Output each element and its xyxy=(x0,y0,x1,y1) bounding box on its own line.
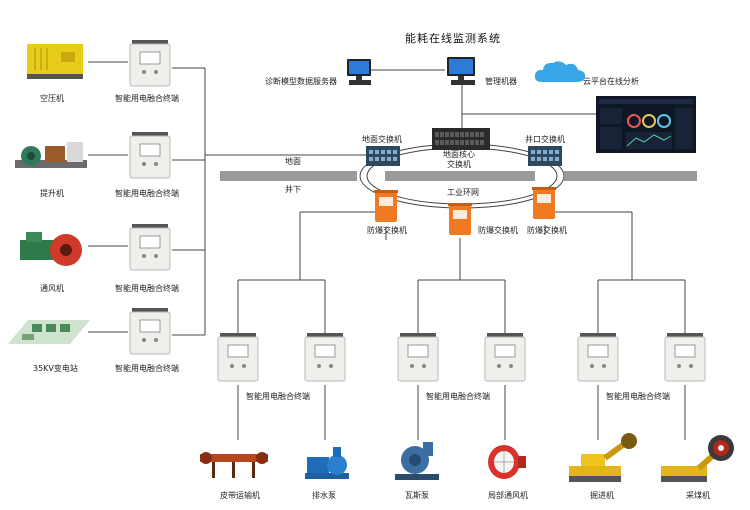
fusion-terminal-icon xyxy=(128,224,172,278)
left-device-label: 提升机 xyxy=(40,189,64,198)
ground-label: 地面 xyxy=(285,157,301,166)
bottom-device-label: 瓦斯泵 xyxy=(405,491,429,500)
group-terminal-label: 智能用电融合终端 xyxy=(246,392,310,401)
group-terminal-label: 智能用电融合终端 xyxy=(606,392,670,401)
hoist-icon xyxy=(15,138,87,178)
shaft-switch-label: 井口交换机 xyxy=(525,135,565,144)
left-device-label: 通风机 xyxy=(40,284,64,293)
ground-bar-right xyxy=(564,171,697,181)
cloud-icon xyxy=(532,58,588,90)
drain-pump-icon xyxy=(303,445,351,487)
bottom-device-label: 排水泵 xyxy=(312,491,336,500)
ex-switch-label: 防爆交换机 xyxy=(527,226,567,235)
belt-conveyor-icon xyxy=(200,448,268,488)
core-switch-label: 地面核心 交换机 xyxy=(443,150,475,169)
left-terminal-label: 智能用电融合终端 xyxy=(115,364,179,373)
shaft-switch-icon xyxy=(528,146,562,170)
fusion-terminal-icon xyxy=(216,333,260,389)
left-device-label: 空压机 xyxy=(40,94,64,103)
ground-switch-label: 地面交换机 xyxy=(362,135,402,144)
management-label: 管理机器 xyxy=(485,77,517,86)
air-compressor-icon xyxy=(25,40,85,86)
fusion-terminal-icon xyxy=(128,132,172,186)
gas-pump-icon xyxy=(393,438,441,488)
fusion-terminal-icon xyxy=(576,333,620,389)
core-switch-icon xyxy=(432,128,490,154)
ground-switch-icon xyxy=(366,146,400,170)
bottom-device-label: 掘进机 xyxy=(590,491,614,500)
left-terminal-label: 智能用电融合终端 xyxy=(115,189,179,198)
ex-switch-icon xyxy=(448,203,472,241)
server-computer-icon xyxy=(345,58,375,92)
fusion-terminal-icon xyxy=(128,308,172,362)
diagram-title: 能耗在线监测系统 xyxy=(405,32,501,45)
bottom-device-label: 采煤机 xyxy=(686,491,710,500)
substation-icon xyxy=(8,314,90,356)
fusion-terminal-icon xyxy=(396,333,440,389)
management-computer-icon xyxy=(445,56,479,92)
diag-server-label: 诊断模型数据服务器 xyxy=(265,77,337,86)
fusion-terminal-icon xyxy=(483,333,527,389)
shearer-icon xyxy=(655,430,735,490)
left-device-label: 35KV变电站 xyxy=(33,364,78,373)
group-terminal-label: 智能用电融合终端 xyxy=(426,392,490,401)
roadheader-icon xyxy=(567,432,639,488)
fan-icon xyxy=(18,228,84,272)
ring-network-label: 工业环网 xyxy=(447,188,479,197)
ex-switch-icon xyxy=(374,190,398,228)
ex-switch-label: 防爆交换机 xyxy=(478,226,518,235)
dashboard-monitor-icon xyxy=(596,96,696,157)
ex-switch-icon xyxy=(532,187,556,225)
bottom-device-label: 皮带运输机 xyxy=(220,491,260,500)
fusion-terminal-icon xyxy=(128,40,172,94)
left-terminal-label: 智能用电融合终端 xyxy=(115,94,179,103)
underground-label: 井下 xyxy=(285,185,301,194)
left-terminal-label: 智能用电融合终端 xyxy=(115,284,179,293)
fusion-terminal-icon xyxy=(663,333,707,389)
ground-bar-left xyxy=(220,171,357,181)
fusion-terminal-icon xyxy=(303,333,347,389)
cloud-label: 云平台在线分析 xyxy=(583,77,639,86)
local-fan-icon xyxy=(484,442,528,486)
ground-bar-middle xyxy=(385,171,535,181)
ex-switch-label: 防爆交换机 xyxy=(367,226,407,235)
bottom-device-label: 局部通风机 xyxy=(488,491,528,500)
